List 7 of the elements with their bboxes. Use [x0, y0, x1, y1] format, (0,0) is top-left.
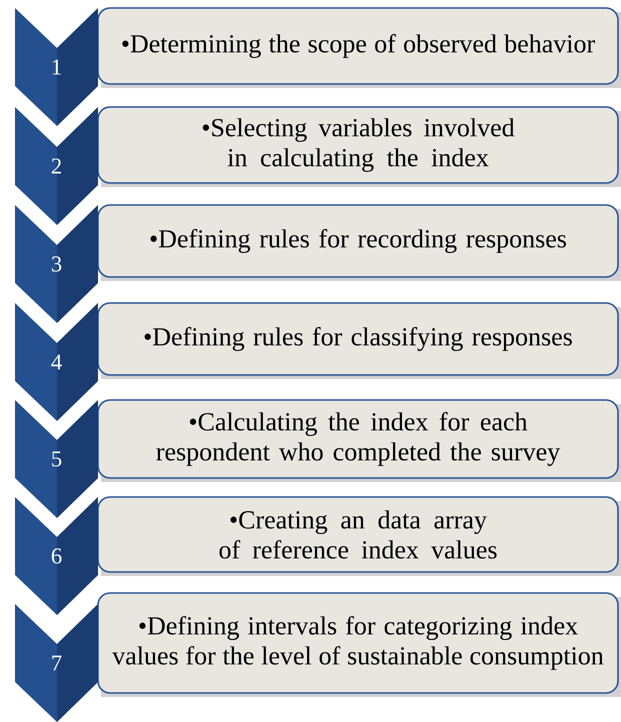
step-box: •Selecting variables involved in calculating the index — [97, 106, 621, 187]
step-box: •Determining the scope of observed behavior — [97, 7, 621, 88]
step-box: •Defining rules for recording responses — [97, 204, 621, 281]
step-box: •Calculating the index for each respondent who completed the survey — [97, 399, 621, 482]
step-box: •Creating an data array of reference index values — [97, 496, 621, 576]
step-box: •Defining intervals for categorizing index values for the level of sustainable consumption — [97, 592, 621, 697]
step-box: •Defining rules for classifying responses — [97, 302, 621, 379]
